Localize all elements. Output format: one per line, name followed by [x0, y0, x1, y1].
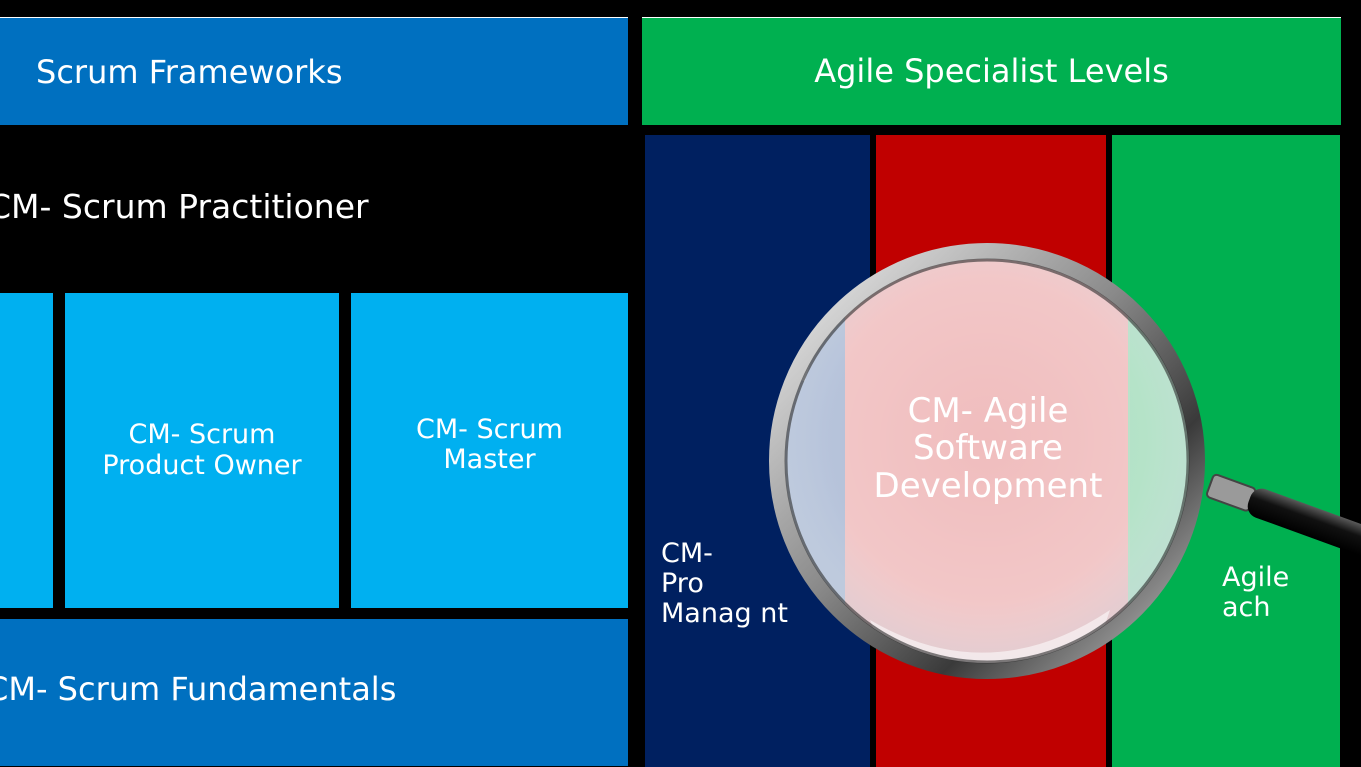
agile-column-software-development [876, 135, 1106, 767]
scrum-fundamentals-label: CM- Scrum Fundamentals [0, 670, 397, 708]
agile-column-label-3: Agile ach [1222, 562, 1290, 624]
agile-specialist-header: Agile Specialist Levels [642, 17, 1341, 125]
scrum-product-owner-block: CM- Scrum Product Owner [65, 293, 339, 608]
agile-specialist-title: Agile Specialist Levels [814, 51, 1169, 90]
agile-column-label-1: CM- Pro Manag nt [661, 538, 788, 630]
scrum-frameworks-header: Scrum Frameworks [0, 17, 628, 125]
scrum-practitioner-block: CM- Scrum Practitioner [0, 138, 628, 285]
scrum-frameworks-title: Scrum Frameworks [36, 53, 343, 91]
agile-column-product-management: CM- Pro Manag nt [645, 135, 870, 767]
agile-column-coach: Agile ach [1112, 135, 1340, 767]
scrum-fundamentals-block: CM- Scrum Fundamentals [0, 619, 628, 766]
scrum-master-block: CM- Scrum Master [351, 293, 628, 608]
scrum-practitioner-label: CM- Scrum Practitioner [0, 187, 369, 226]
scrum-master-label: CM- Scrum Master [416, 414, 563, 476]
scrum-sub-block-1 [0, 293, 53, 608]
scrum-product-owner-label: CM- Scrum Product Owner [102, 419, 302, 481]
